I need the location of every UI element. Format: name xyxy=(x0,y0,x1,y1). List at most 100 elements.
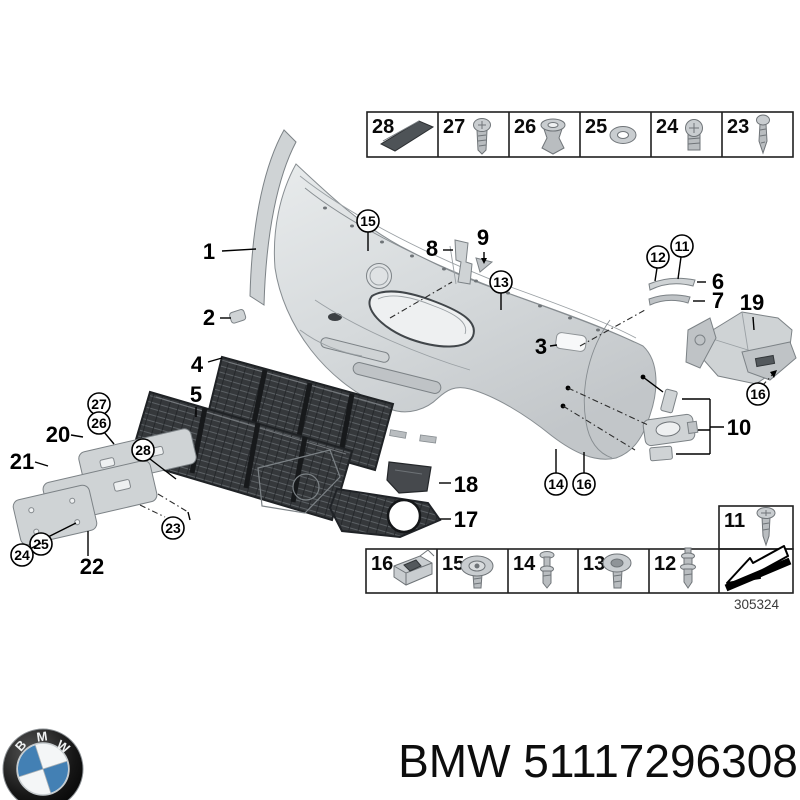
dome-screw-icon xyxy=(685,119,703,151)
svg-text:23: 23 xyxy=(165,520,181,536)
svg-text:22: 22 xyxy=(80,554,104,579)
grille-opening xyxy=(368,290,475,348)
svg-text:26: 26 xyxy=(514,116,536,138)
svg-text:4: 4 xyxy=(191,352,204,377)
foam-pad-icon xyxy=(379,120,435,152)
center-grille-5 xyxy=(128,390,354,522)
svg-text:12: 12 xyxy=(650,249,666,265)
cap-part-2 xyxy=(229,309,247,324)
tow-eye-cover xyxy=(555,332,587,352)
svg-text:15: 15 xyxy=(442,553,464,575)
svg-text:11: 11 xyxy=(675,238,690,254)
pan-head-screw-icon xyxy=(473,118,491,155)
svg-text:18: 18 xyxy=(454,472,478,497)
expanding-grommet-icon xyxy=(540,118,566,155)
push-rivet-icon xyxy=(680,547,696,589)
fastener-table-bottom: 16 15 14 xyxy=(365,505,794,594)
callout-5: 5 xyxy=(190,382,202,417)
callout-3: 3 xyxy=(535,334,558,359)
balloon-callout-28: 28 xyxy=(131,438,177,480)
callout-19: 19 xyxy=(740,290,764,331)
bmw-logo: B M W xyxy=(2,728,84,800)
balloon-callout-16-bottom: 16 xyxy=(572,452,596,496)
callout-17: 17 xyxy=(440,507,478,532)
bmw-roundel-quadrants xyxy=(18,744,68,794)
gasket-strip-7 xyxy=(648,294,691,306)
balloon-callout-14: 14 xyxy=(544,449,568,496)
bracket-part-8 xyxy=(449,239,473,285)
fastener-cell-28: 28 xyxy=(372,116,435,152)
bracket-18 xyxy=(386,461,432,494)
fog-grille-outline-left xyxy=(257,449,341,514)
fastener-cell-14: 14 xyxy=(513,551,555,589)
svg-text:1: 1 xyxy=(203,239,215,264)
callout-1: 1 xyxy=(203,239,257,264)
bumper-face xyxy=(273,163,657,460)
svg-text:10: 10 xyxy=(727,415,751,440)
flanged-screw-icon xyxy=(460,555,494,589)
svg-text:24: 24 xyxy=(656,116,679,138)
svg-text:17: 17 xyxy=(454,507,478,532)
svg-text:16: 16 xyxy=(371,553,393,575)
callout-10: 10 xyxy=(727,415,751,440)
svg-text:M: M xyxy=(36,728,49,744)
callout-7: 7 xyxy=(693,288,724,313)
callout-8: 8 xyxy=(426,236,453,261)
svg-text:28: 28 xyxy=(372,116,394,138)
svg-text:25: 25 xyxy=(33,536,49,552)
svg-text:15: 15 xyxy=(360,213,376,229)
svg-text:5: 5 xyxy=(190,382,202,407)
fastener-cell-12: 12 xyxy=(654,547,696,589)
washer-screw-icon xyxy=(602,553,632,589)
balloon-callout-15: 15 xyxy=(356,209,380,251)
headlamp-washer-assembly-19 xyxy=(685,311,797,385)
direction-arrow-icon xyxy=(724,545,792,592)
svg-text:7: 7 xyxy=(712,288,724,313)
callout-9: 9 xyxy=(477,225,489,264)
fastener-cell-26: 26 xyxy=(514,116,566,155)
fastener-cell-27: 27 xyxy=(443,116,491,155)
callout-20: 20 xyxy=(46,422,84,447)
balloon-callout-12: 12 xyxy=(646,245,670,282)
svg-text:12: 12 xyxy=(654,553,676,575)
svg-text:14: 14 xyxy=(548,476,564,492)
fastener-cell-13: 13 xyxy=(583,553,632,589)
svg-text:16: 16 xyxy=(576,476,592,492)
svg-text:13: 13 xyxy=(583,553,605,575)
fastener-cell-16: 16 xyxy=(371,549,435,586)
balloon-callout-16-right: 16 xyxy=(746,370,777,406)
svg-text:13: 13 xyxy=(493,274,509,290)
bumper-cover-drawing xyxy=(249,129,657,460)
bumper-side-strip xyxy=(249,129,297,306)
fog-grille-17 xyxy=(328,487,442,539)
fastener-cell-25: 25 xyxy=(585,116,637,144)
svg-text:3: 3 xyxy=(535,334,547,359)
fastener-cell-24: 24 xyxy=(656,116,703,151)
fastener-cell-11-box xyxy=(718,505,794,550)
expansion-rivet-icon xyxy=(539,551,555,589)
callout-4: 4 xyxy=(191,352,223,377)
svg-text:21: 21 xyxy=(10,449,34,474)
callout-2: 2 xyxy=(203,305,231,330)
svg-text:16: 16 xyxy=(750,386,766,402)
callout-18: 18 xyxy=(439,472,478,497)
svg-text:25: 25 xyxy=(585,116,607,138)
support-bracket-group-10 xyxy=(562,376,724,462)
svg-text:8: 8 xyxy=(426,236,438,261)
mounting-holes xyxy=(323,206,600,332)
washer-icon xyxy=(609,126,637,144)
callout-6: 6 xyxy=(697,269,724,294)
svg-text:9: 9 xyxy=(477,225,489,250)
callout-22: 22 xyxy=(80,531,104,579)
balloon-callout-24: 24 xyxy=(10,542,42,567)
balloon-callout-25: 25 xyxy=(29,522,77,556)
svg-text:20: 20 xyxy=(46,422,70,447)
part-number-caption: BMW 51117296308 xyxy=(398,735,798,787)
fastener-cell-11: 11 xyxy=(724,507,776,547)
plate-support-22 xyxy=(12,484,98,546)
drawing-number: 305324 xyxy=(734,597,780,612)
balloon-callout-23: 23 xyxy=(161,511,191,540)
svg-text:19: 19 xyxy=(740,290,764,315)
